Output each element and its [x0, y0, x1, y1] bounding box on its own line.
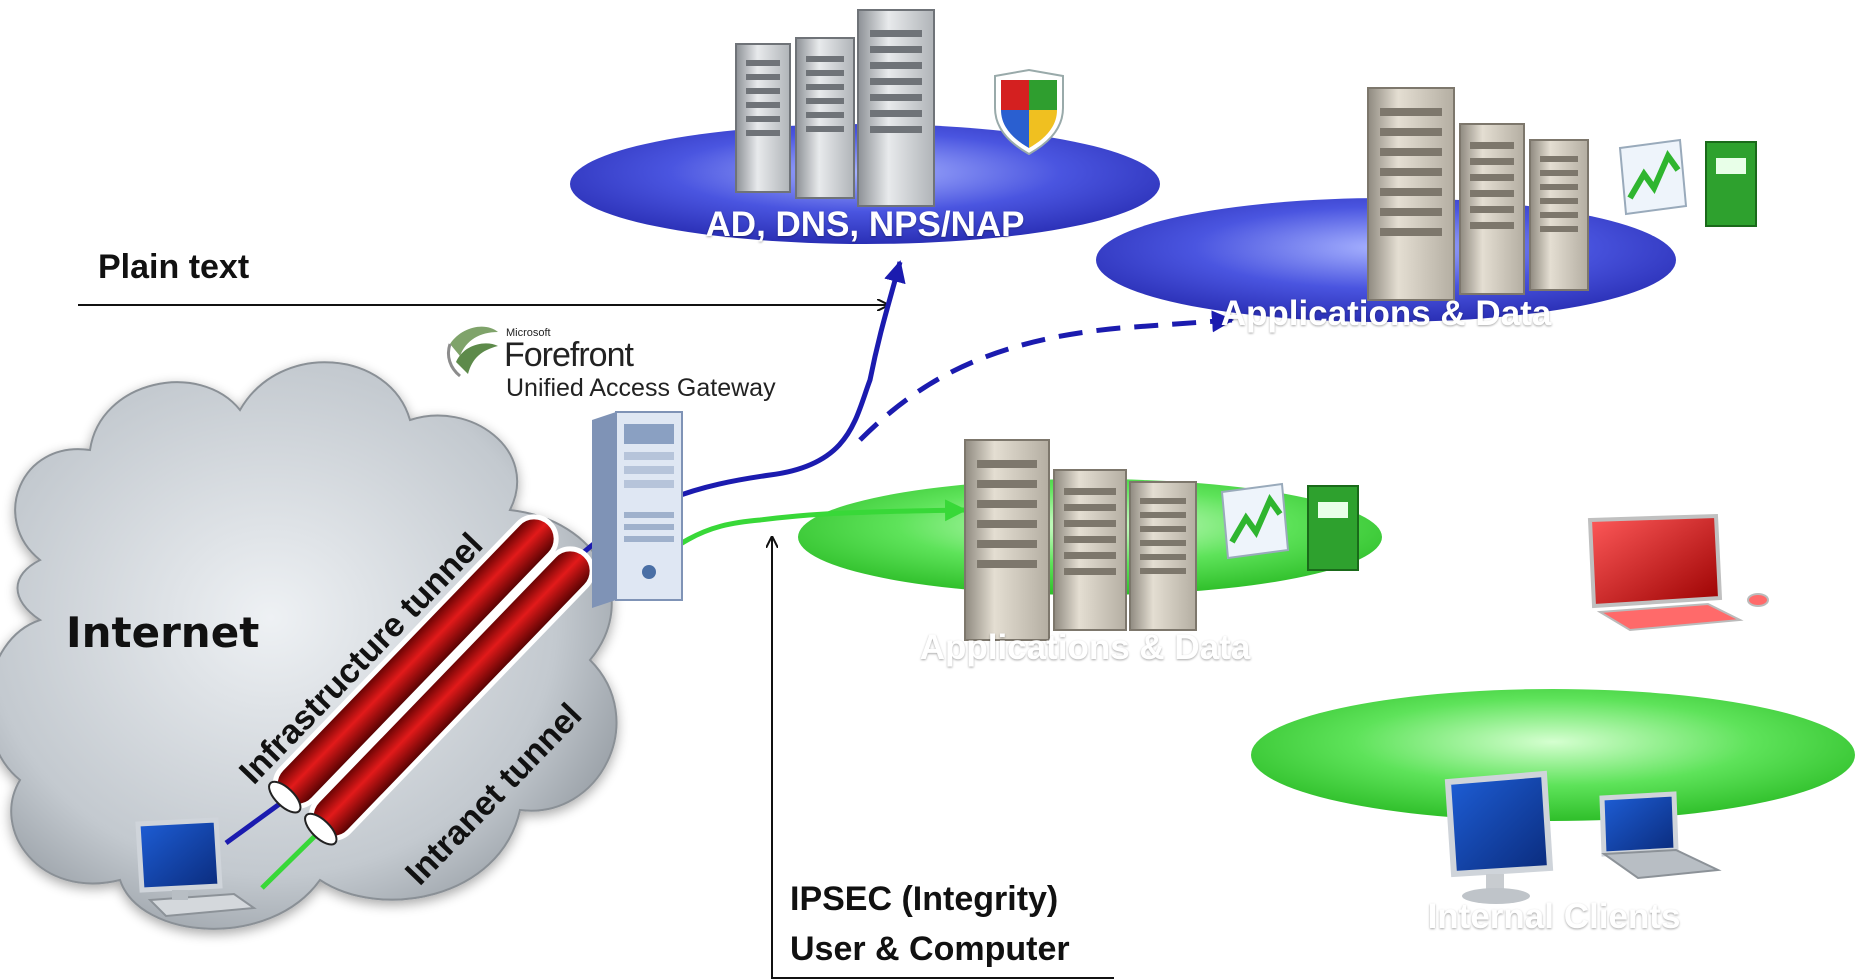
chart-icon	[1220, 482, 1290, 560]
notebook-icon	[1705, 141, 1757, 227]
shield-icon	[994, 68, 1064, 156]
infrastructure-node-label: AD, DNS, NPS/NAP	[705, 205, 1025, 244]
server-cluster-icon	[1367, 87, 1589, 301]
internal-clients-node-label: Internal Clients	[1427, 897, 1681, 936]
gateway-server-icon	[592, 411, 683, 608]
server-cluster-icon	[735, 9, 935, 207]
infrastructure-apps-dashed-link	[858, 310, 1234, 442]
laptop-intranet-link	[260, 831, 320, 890]
infrastructure-tunnel	[268, 514, 559, 814]
laptop-infrastructure-link	[224, 797, 287, 846]
platform-internal-clients	[1251, 689, 1855, 821]
plain-text-label: Plain text	[98, 248, 250, 286]
intranet-tunnel	[304, 546, 595, 846]
internet-cloud	[0, 361, 618, 930]
laptop-icon	[135, 817, 257, 918]
forefront-logo-icon	[446, 326, 498, 378]
server-cluster-icon	[964, 439, 1197, 641]
apps-intranet-node-label: Applications & Data	[919, 628, 1251, 667]
ipsec-label-line2: User & Computer	[790, 930, 1070, 968]
gateway-vendor: Microsoft	[506, 327, 551, 339]
ipsec-label-line1: IPSEC (Integrity)	[790, 880, 1059, 918]
desktop-monitor-icon	[1444, 770, 1554, 904]
ipsec-arrow	[772, 537, 1114, 979]
desktop-monitor-icon	[1587, 513, 1769, 632]
apps-infra-node-label: Applications & Data	[1220, 294, 1552, 333]
notebook-icon	[1307, 485, 1359, 571]
laptop-icon	[1599, 791, 1722, 880]
gateway-subtitle: Unified Access Gateway	[506, 374, 776, 402]
chart-icon	[1618, 138, 1688, 216]
internet-label: Internet	[66, 608, 260, 657]
gateway-product: Forefront	[504, 336, 634, 374]
